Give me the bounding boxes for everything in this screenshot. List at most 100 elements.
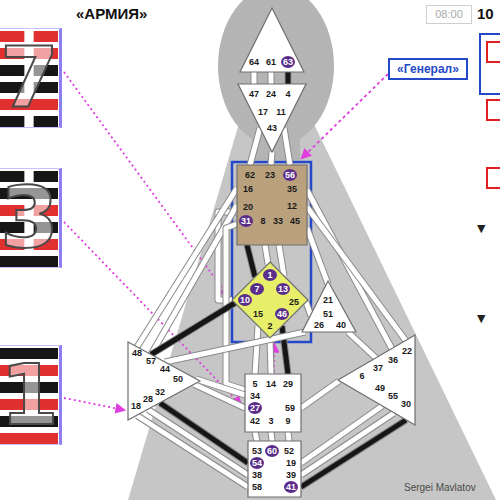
- gate-number: 54: [250, 457, 264, 469]
- channel-outline: [247, 245, 255, 277]
- root-center: 536052541938395841: [248, 441, 301, 497]
- channel-line: [301, 420, 406, 487]
- gate-number: 64: [249, 57, 259, 67]
- channel-outline: [271, 152, 272, 165]
- diagram-title: «АРМИЯ»: [76, 5, 147, 22]
- center-shape: [128, 342, 200, 420]
- channel-group: [255, 432, 257, 441]
- gate-number: 26: [314, 320, 324, 330]
- channel-group: [288, 72, 289, 84]
- channel-outline: [165, 332, 305, 362]
- channel-line: [160, 403, 248, 463]
- channel-outline: [301, 420, 406, 487]
- gate-number: 3: [268, 416, 273, 426]
- channel-line: [250, 128, 260, 165]
- gate-number: 14: [266, 379, 276, 389]
- channel-group: [250, 128, 260, 165]
- channel-group: [306, 302, 311, 316]
- gate-number: 7: [250, 283, 264, 295]
- time-label: 08:00: [426, 5, 472, 24]
- spleen-center: 48574450322818: [126, 340, 202, 422]
- gate-number: 41: [284, 481, 298, 493]
- number-label: 10: [477, 5, 494, 23]
- channel-line: [270, 338, 271, 374]
- callout-box: «Генерал»: [388, 58, 468, 80]
- gate-number: 47: [249, 89, 259, 99]
- channel-line: [255, 326, 258, 374]
- callout-text: «Генерал»: [397, 62, 459, 76]
- gate-number: 13: [276, 283, 290, 295]
- gate-number: 39: [286, 470, 296, 480]
- channel-line: [348, 332, 376, 358]
- gate-number: 30: [401, 399, 411, 409]
- channel-line: [252, 72, 257, 84]
- gate-number: 10: [238, 294, 252, 306]
- watermark: Sergei Mavlatov: [404, 482, 476, 493]
- hexagram-number: 3: [0, 169, 59, 267]
- gate-number: 53: [252, 446, 262, 456]
- channel-group: [301, 413, 394, 475]
- channel-line: [271, 432, 272, 441]
- channel-group: [255, 326, 258, 374]
- channel-outline: [307, 207, 406, 341]
- channel-line: [247, 245, 255, 277]
- channel-group: [284, 128, 290, 165]
- arrow-marker: ▼: [477, 222, 485, 235]
- gate-number: 63: [281, 56, 295, 68]
- hexagram-number: 7: [0, 29, 59, 127]
- channel-line: [137, 188, 237, 347]
- head-silhouette: [218, 0, 334, 146]
- channel-group: [307, 207, 406, 341]
- channel-line: [269, 72, 274, 84]
- sacral-center: 514293427594239: [245, 374, 301, 432]
- gate-number: 40: [336, 320, 346, 330]
- channel-outline: [301, 413, 394, 475]
- center-shape: [245, 374, 301, 432]
- center-shape: [240, 8, 304, 72]
- channel-outline: [301, 406, 382, 463]
- channel-group: [301, 381, 339, 408]
- channel-group: [271, 432, 272, 441]
- gate-number: 21: [323, 295, 333, 305]
- gate-number: 17: [258, 107, 268, 117]
- channel-line: [301, 406, 382, 463]
- gate-number: 37: [373, 363, 383, 373]
- gate-number: 11: [276, 107, 286, 117]
- center-shape: [302, 281, 356, 332]
- channel-line: [307, 207, 406, 341]
- pointer-line: [64, 398, 124, 410]
- channel-line: [301, 413, 394, 475]
- channel-group: [301, 420, 406, 487]
- gate-number: 25: [289, 297, 299, 307]
- channel-line: [306, 302, 311, 316]
- gate-number: 61: [266, 57, 276, 67]
- channel-group: [271, 72, 272, 84]
- gate-number: 55: [388, 391, 398, 401]
- center-outline: [300, 280, 358, 334]
- channel-line: [286, 72, 291, 84]
- channel-group: [196, 379, 245, 395]
- gate-number: 6: [359, 371, 364, 381]
- ajna-center: 47244171143: [236, 82, 308, 154]
- channel-outline: [268, 72, 275, 84]
- g-center: 1713102515462: [232, 262, 308, 338]
- channel-group: [265, 245, 268, 264]
- channel-outline: [148, 410, 248, 476]
- channel-outline: [288, 432, 289, 441]
- center-shape: [338, 335, 415, 425]
- channel-outline: [348, 332, 376, 358]
- channel-line: [284, 128, 290, 165]
- hexagram: 1: [0, 345, 62, 445]
- channel-line: [255, 432, 257, 441]
- gate-number: 36: [388, 355, 398, 365]
- gate-number: 12: [287, 201, 297, 211]
- gate-number: 4: [285, 89, 290, 99]
- gate-number: 38: [252, 470, 262, 480]
- solar-plexus-center: 3622376495530: [336, 333, 417, 427]
- channel-line: [148, 410, 248, 476]
- gate-number: 34: [250, 391, 260, 401]
- gate-number: 28: [143, 394, 153, 404]
- channel-outline: [250, 128, 260, 165]
- center-shape: [248, 441, 301, 497]
